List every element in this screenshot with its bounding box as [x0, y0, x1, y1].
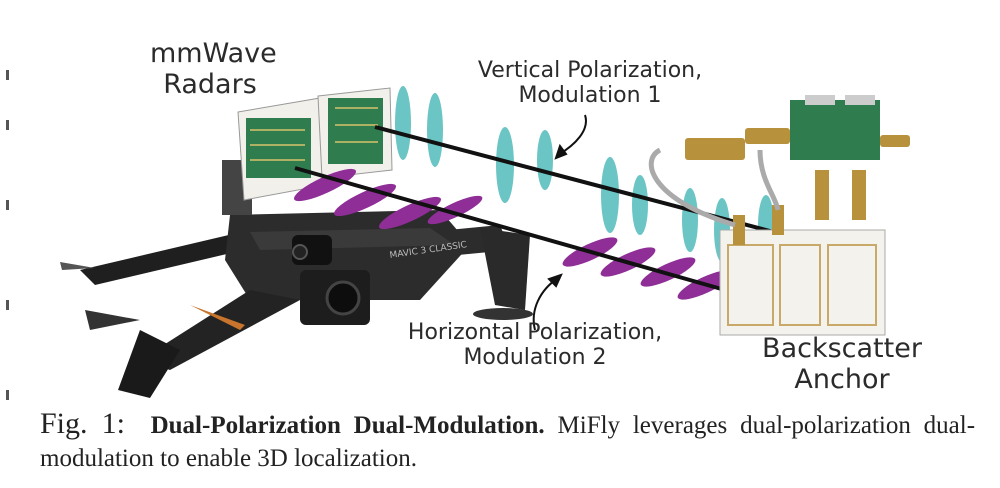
margin-fragment: [6, 390, 9, 400]
margin-fragment: [6, 70, 9, 80]
caption-fig-label: Fig. 1:: [40, 407, 125, 440]
margin-fragment: [6, 300, 9, 310]
caption-title: Dual-Polarization Dual-Modulation.: [150, 412, 545, 439]
anchor-label-line2: Anchor: [794, 364, 890, 396]
callout-arrows: [532, 114, 587, 331]
radars-label: mmWave Radars: [150, 38, 277, 101]
figure-illustration: MAVIC 3 CLASSIC: [60, 86, 910, 398]
radars-label-line2: Radars: [163, 69, 257, 101]
horizontal-polarization-label: Horizontal Polarization, Modulation 2: [385, 320, 685, 371]
anchor-label: Backscatter Anchor: [752, 333, 932, 395]
horizontal-label-line1: Horizontal Polarization,: [407, 320, 663, 345]
caption-body: MiFly leverages dual-polarization dual-m…: [40, 412, 976, 472]
vertical-label-line1: Vertical Polarization,: [477, 58, 703, 83]
margin-fragment: [6, 200, 9, 210]
figure-caption: Fig. 1: Dual-Polarization Dual-Modulatio…: [40, 405, 975, 474]
anchor-hardware: [648, 95, 910, 336]
anchor-label-line1: Backscatter: [762, 333, 922, 364]
vertical-polarization-label: Vertical Polarization, Modulation 1: [455, 58, 725, 109]
radars-label-line1: mmWave: [150, 38, 277, 69]
vertical-label-line2: Modulation 1: [518, 83, 662, 109]
horizontal-label-line2: Modulation 2: [463, 345, 607, 371]
drone-illustration: MAVIC 3 CLASSIC: [60, 210, 533, 398]
margin-fragment: [6, 120, 9, 130]
